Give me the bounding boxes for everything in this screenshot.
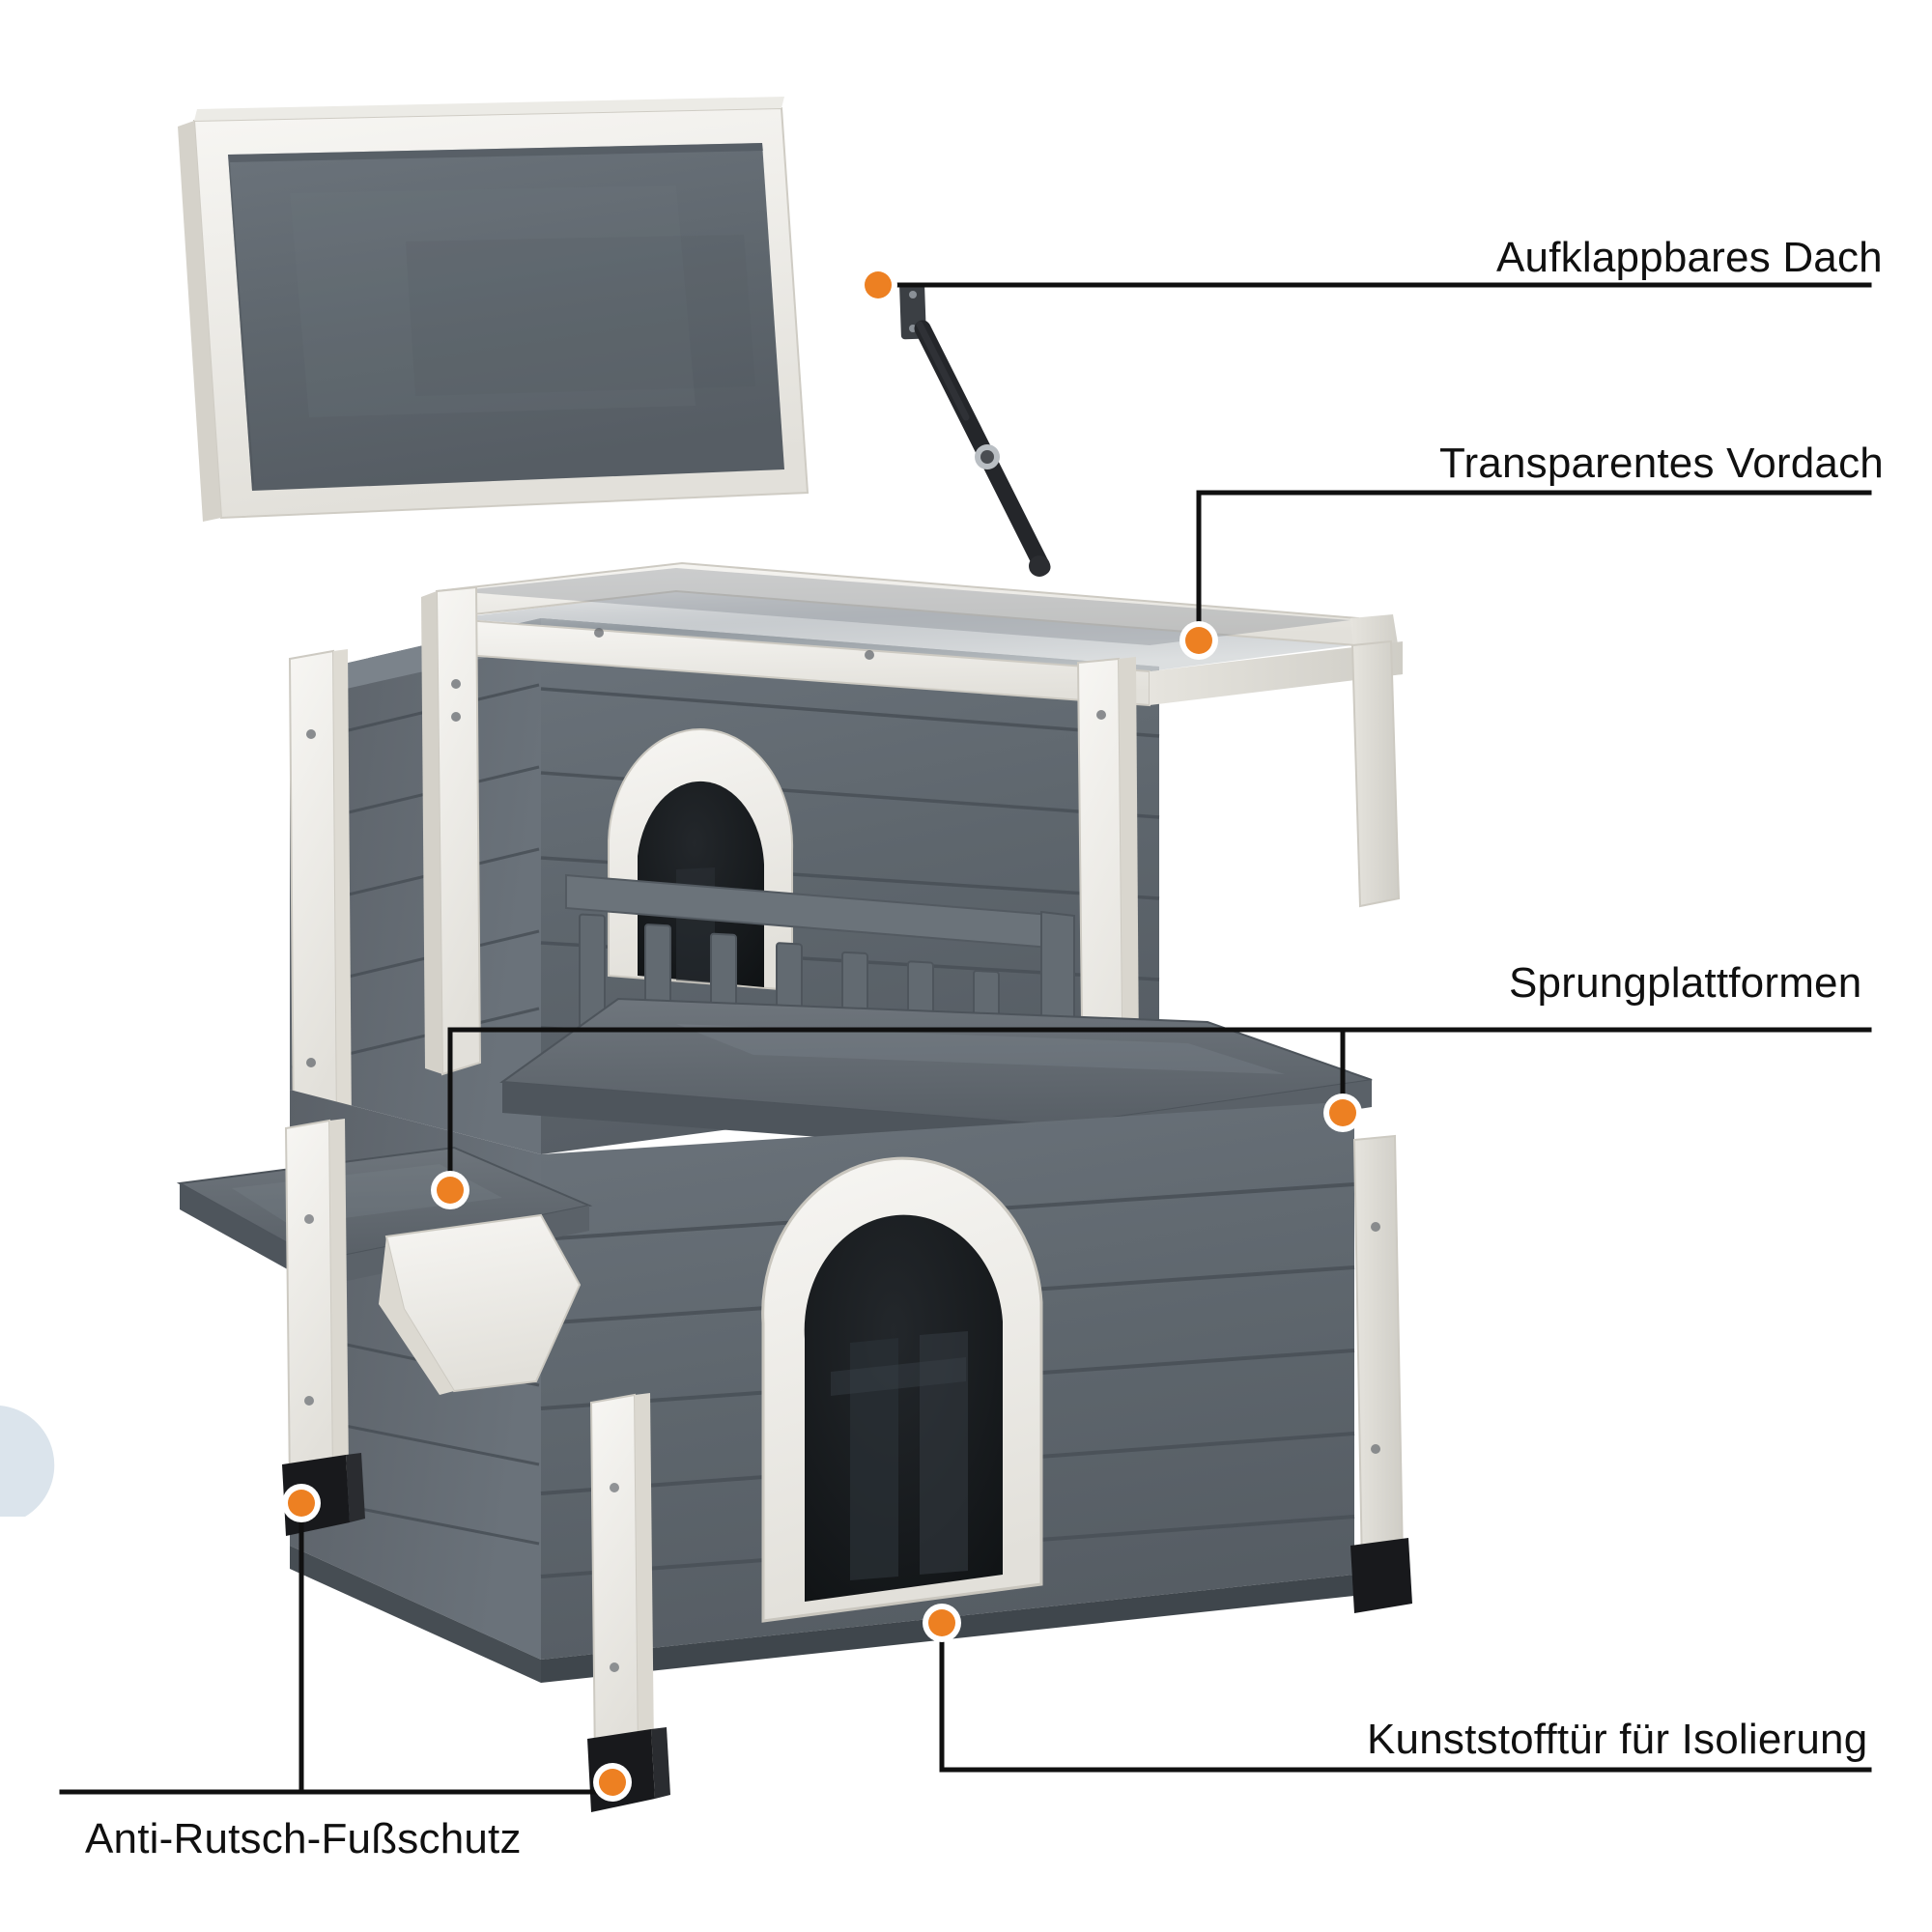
leader-line-canopy [1196,490,1872,643]
marker-dot-icon-foot-center[interactable] [593,1763,632,1802]
marker-dot-icon-roof[interactable] [859,266,897,304]
leader-line-door [939,1620,1872,1773]
white-ramp-shelf [379,1213,582,1395]
anti-slip-foot-right [1350,1538,1412,1613]
leader-line-feet-branch [298,1779,615,1795]
callout-label-door: Kunststofftür für Isolierung [1367,1716,1868,1763]
marker-dot-icon-foot-left[interactable] [282,1484,321,1522]
flip-up-roof-lid [178,97,926,522]
callout-label-platforms: Sprungplattformen [1509,959,1862,1007]
legs-and-feet [282,1119,1412,1812]
leader-line-feet [59,1500,304,1795]
callout-label-roof: Aufklappbares Dach [1496,234,1883,281]
transparent-canopy [288,561,1403,1206]
callout-label-feet: Anti-Rutsch-Fußschutz [85,1815,522,1862]
marker-dot-icon-platform-right[interactable] [1323,1094,1362,1132]
leader-line-platforms [447,1027,1872,1193]
callout-label-canopy: Transparentes Vordach [1439,440,1884,487]
marker-dot-icon-door[interactable] [923,1604,961,1642]
background-artifact [0,1406,55,1517]
marker-dots-group [282,266,1362,1802]
roof-support-rod [914,320,1051,577]
marker-dot-icon-platform-left[interactable] [431,1171,469,1209]
marker-dot-icon-canopy[interactable] [1179,621,1218,660]
plastic-insulation-door [761,1156,1043,1623]
